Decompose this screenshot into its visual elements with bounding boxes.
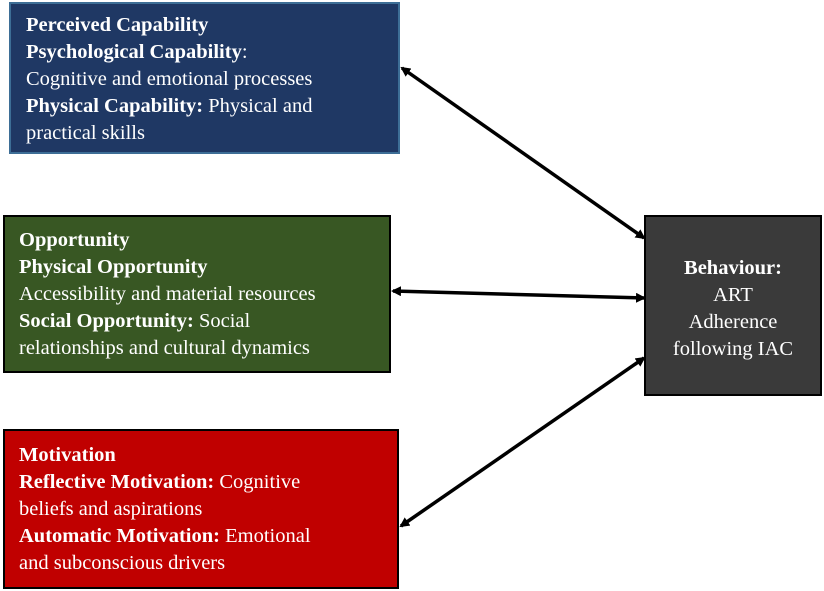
arrow-opportunity-behaviour <box>391 286 646 303</box>
behaviour-box: Behaviour: ART Adherence following IAC <box>644 215 822 396</box>
motivation-box: Motivation Reflective Motivation: Cognit… <box>3 429 399 589</box>
motivation-title: Motivation <box>19 444 116 466</box>
arrow-capability-behaviour <box>400 66 646 240</box>
social-opportunity-label: Social Opportunity: <box>19 310 194 332</box>
physical-capability-desc-1: Physical and <box>203 95 313 117</box>
physical-capability-label: Physical Capability: <box>26 95 204 117</box>
psychological-capability-label: Psychological Capability <box>26 41 242 63</box>
capability-title: Perceived Capability <box>26 14 209 36</box>
opportunity-box: Opportunity Physical Opportunity Accessi… <box>3 215 391 373</box>
arrow-motivation-behaviour <box>399 356 646 528</box>
reflective-motivation-desc-2: beliefs and aspirations <box>19 498 203 520</box>
reflective-motivation-desc-1: Cognitive <box>214 471 301 493</box>
opportunity-title: Opportunity <box>19 229 130 251</box>
automatic-motivation-desc-2: and subconscious drivers <box>19 552 226 574</box>
behaviour-title: Behaviour: <box>684 257 782 279</box>
reflective-motivation-label: Reflective Motivation: <box>19 471 215 493</box>
automatic-motivation-desc-1: Emotional <box>219 525 311 547</box>
automatic-motivation-label: Automatic Motivation: <box>19 525 220 547</box>
behaviour-line-1: ART <box>713 284 753 306</box>
social-opportunity-desc-1: Social <box>193 310 251 332</box>
behaviour-line-3: following IAC <box>672 338 794 360</box>
social-opportunity-desc-2: relationships and cultural dynamics <box>19 337 310 359</box>
psychological-capability-desc: Cognitive and emotional processes <box>26 68 313 90</box>
perceived-capability-box: Perceived Capability Psychological Capab… <box>9 2 400 154</box>
physical-opportunity-label: Physical Opportunity <box>19 256 208 278</box>
psychological-capability-colon: : <box>241 41 248 63</box>
behaviour-line-2: Adherence <box>688 311 778 333</box>
physical-opportunity-desc: Accessibility and material resources <box>19 283 316 305</box>
physical-capability-desc-2: practical skills <box>26 122 145 144</box>
